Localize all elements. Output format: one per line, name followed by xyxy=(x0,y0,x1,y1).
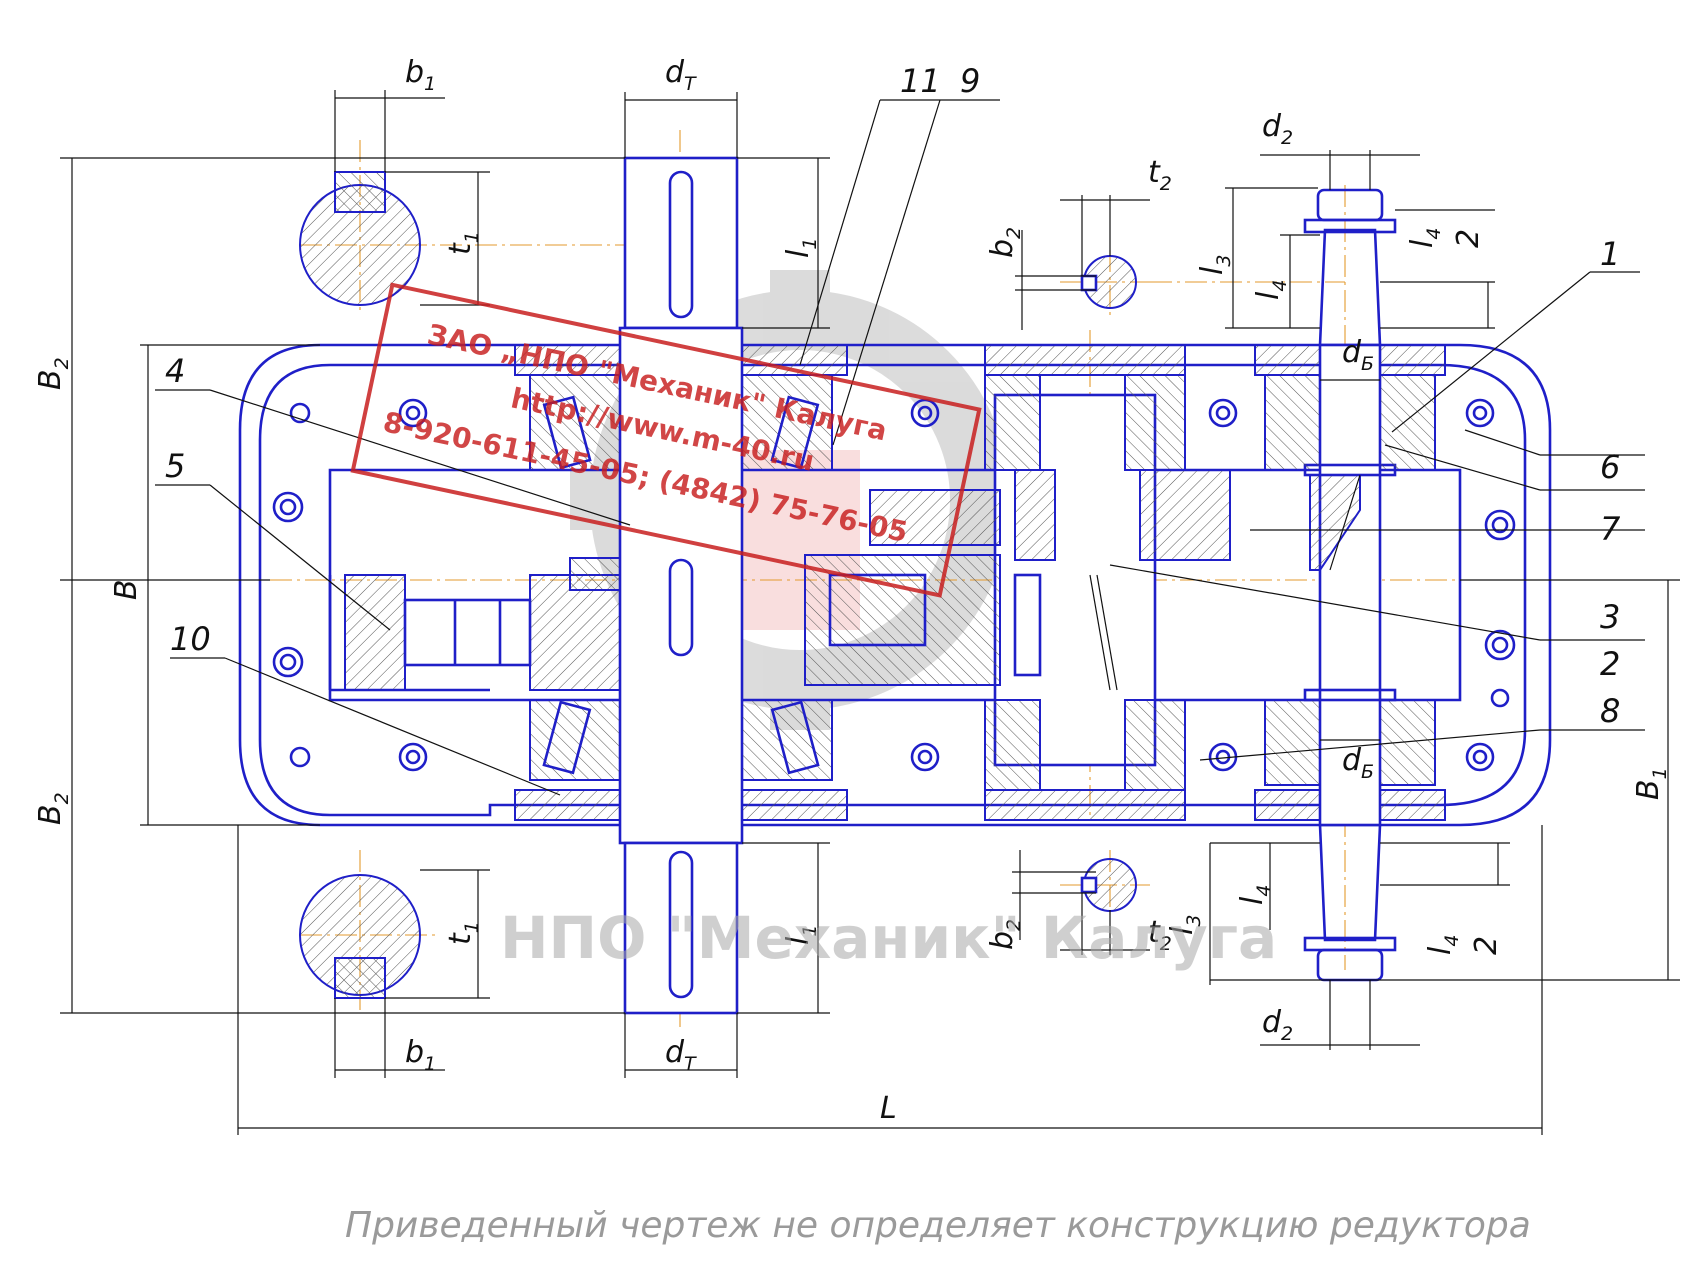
dim-d2-top: d2 xyxy=(1262,109,1293,149)
bolt-hole-icon xyxy=(1465,742,1495,772)
dim-t1-bottom: t1 xyxy=(443,921,483,945)
bolt-hole-icon xyxy=(1484,629,1516,661)
dimension-labels: b1 dT t1 l1 B2 B B2 t1 l1 b1 dT L B1 d2 … xyxy=(33,55,1671,1126)
leader-lines xyxy=(155,99,1645,796)
dimension-lines xyxy=(60,90,1680,1135)
dim-t2-bottom: t2 xyxy=(1148,915,1172,955)
output-bearings xyxy=(514,344,848,821)
dim-b1-top: b1 xyxy=(405,55,436,95)
dim-l1-top: l1 xyxy=(781,238,821,258)
bolt-hole-icon xyxy=(398,742,428,772)
watermark-text: НПО "Механик" Калуга xyxy=(500,904,1277,972)
bolt-hole-icon xyxy=(398,398,428,428)
part-number-6: 6 xyxy=(1600,448,1620,486)
bolt-hole-icon xyxy=(1208,398,1238,428)
part-number-10: 10 xyxy=(170,620,211,658)
dim-dB-top: dБ xyxy=(1342,335,1374,375)
dim-l1-bottom: l1 xyxy=(781,925,821,945)
dim-dT-bottom: dT xyxy=(665,1035,697,1075)
output-shaft xyxy=(618,156,744,1015)
dim-l4-half-bottom: l4 xyxy=(1423,935,1463,955)
part-number-9: 9 xyxy=(960,62,980,100)
part-number-1: 1 xyxy=(1600,235,1620,273)
bolt-hole-icon xyxy=(272,646,304,678)
bolt-hole-icon xyxy=(1484,509,1516,541)
dim-d2-bottom: d2 xyxy=(1262,1005,1293,1045)
dim-B2-bottom: B2 xyxy=(33,792,73,825)
dim-B2-top: B2 xyxy=(33,357,73,390)
part-numbers: 1 2 3 4 5 6 7 8 9 10 11 xyxy=(165,62,1621,730)
dim-l4-bottom: l4 xyxy=(1235,885,1275,905)
input-shaft xyxy=(1254,188,1446,982)
bolt-hole-icon xyxy=(1465,398,1495,428)
bolt-hole-icon xyxy=(289,402,311,424)
dim-l3-bottom: l3 xyxy=(1165,915,1205,935)
dim-l4-top: l4 xyxy=(1251,280,1291,300)
dim-l4-half-den-bottom: 2 xyxy=(1469,936,1504,955)
output-shaft-section-bottom xyxy=(299,874,421,999)
input-shaft-section-top xyxy=(1080,255,1137,309)
dim-dT-top: dT xyxy=(665,55,697,95)
dim-L: L xyxy=(880,1091,897,1126)
dim-l3-top: l3 xyxy=(1195,255,1235,275)
part-number-11: 11 xyxy=(900,62,941,100)
part-number-5: 5 xyxy=(165,447,185,485)
dim-b1-bottom: b1 xyxy=(405,1035,436,1075)
part-number-2: 2 xyxy=(1600,645,1620,683)
part-number-8: 8 xyxy=(1600,692,1620,730)
bolt-hole-icon xyxy=(272,491,304,523)
mounting-holes xyxy=(272,398,1516,772)
footnote-disclaimer: Приведенный чертеж не определяет констру… xyxy=(345,1205,1531,1246)
intermediate-shaft xyxy=(804,344,1231,821)
output-shaft-section-top xyxy=(299,171,421,306)
dim-t1-top: t1 xyxy=(443,231,483,255)
part-number-7: 7 xyxy=(1600,510,1621,548)
dim-B1: B1 xyxy=(1631,767,1671,800)
dim-b2-top: b2 xyxy=(985,227,1025,258)
bolt-hole-icon xyxy=(910,742,940,772)
part-number-3: 3 xyxy=(1600,598,1620,636)
dim-l4-half-den-top: 2 xyxy=(1451,229,1486,248)
bolt-hole-icon xyxy=(1490,688,1510,708)
dim-l4-half-top: l4 xyxy=(1405,228,1445,248)
output-gear xyxy=(344,557,621,691)
dim-t2-top: t2 xyxy=(1148,155,1172,195)
dim-b2-bottom: b2 xyxy=(985,919,1025,950)
dim-dB-bottom: dБ xyxy=(1342,743,1374,783)
bolt-hole-icon xyxy=(289,746,311,768)
part-number-4: 4 xyxy=(165,352,185,390)
dim-B: B xyxy=(109,579,144,600)
